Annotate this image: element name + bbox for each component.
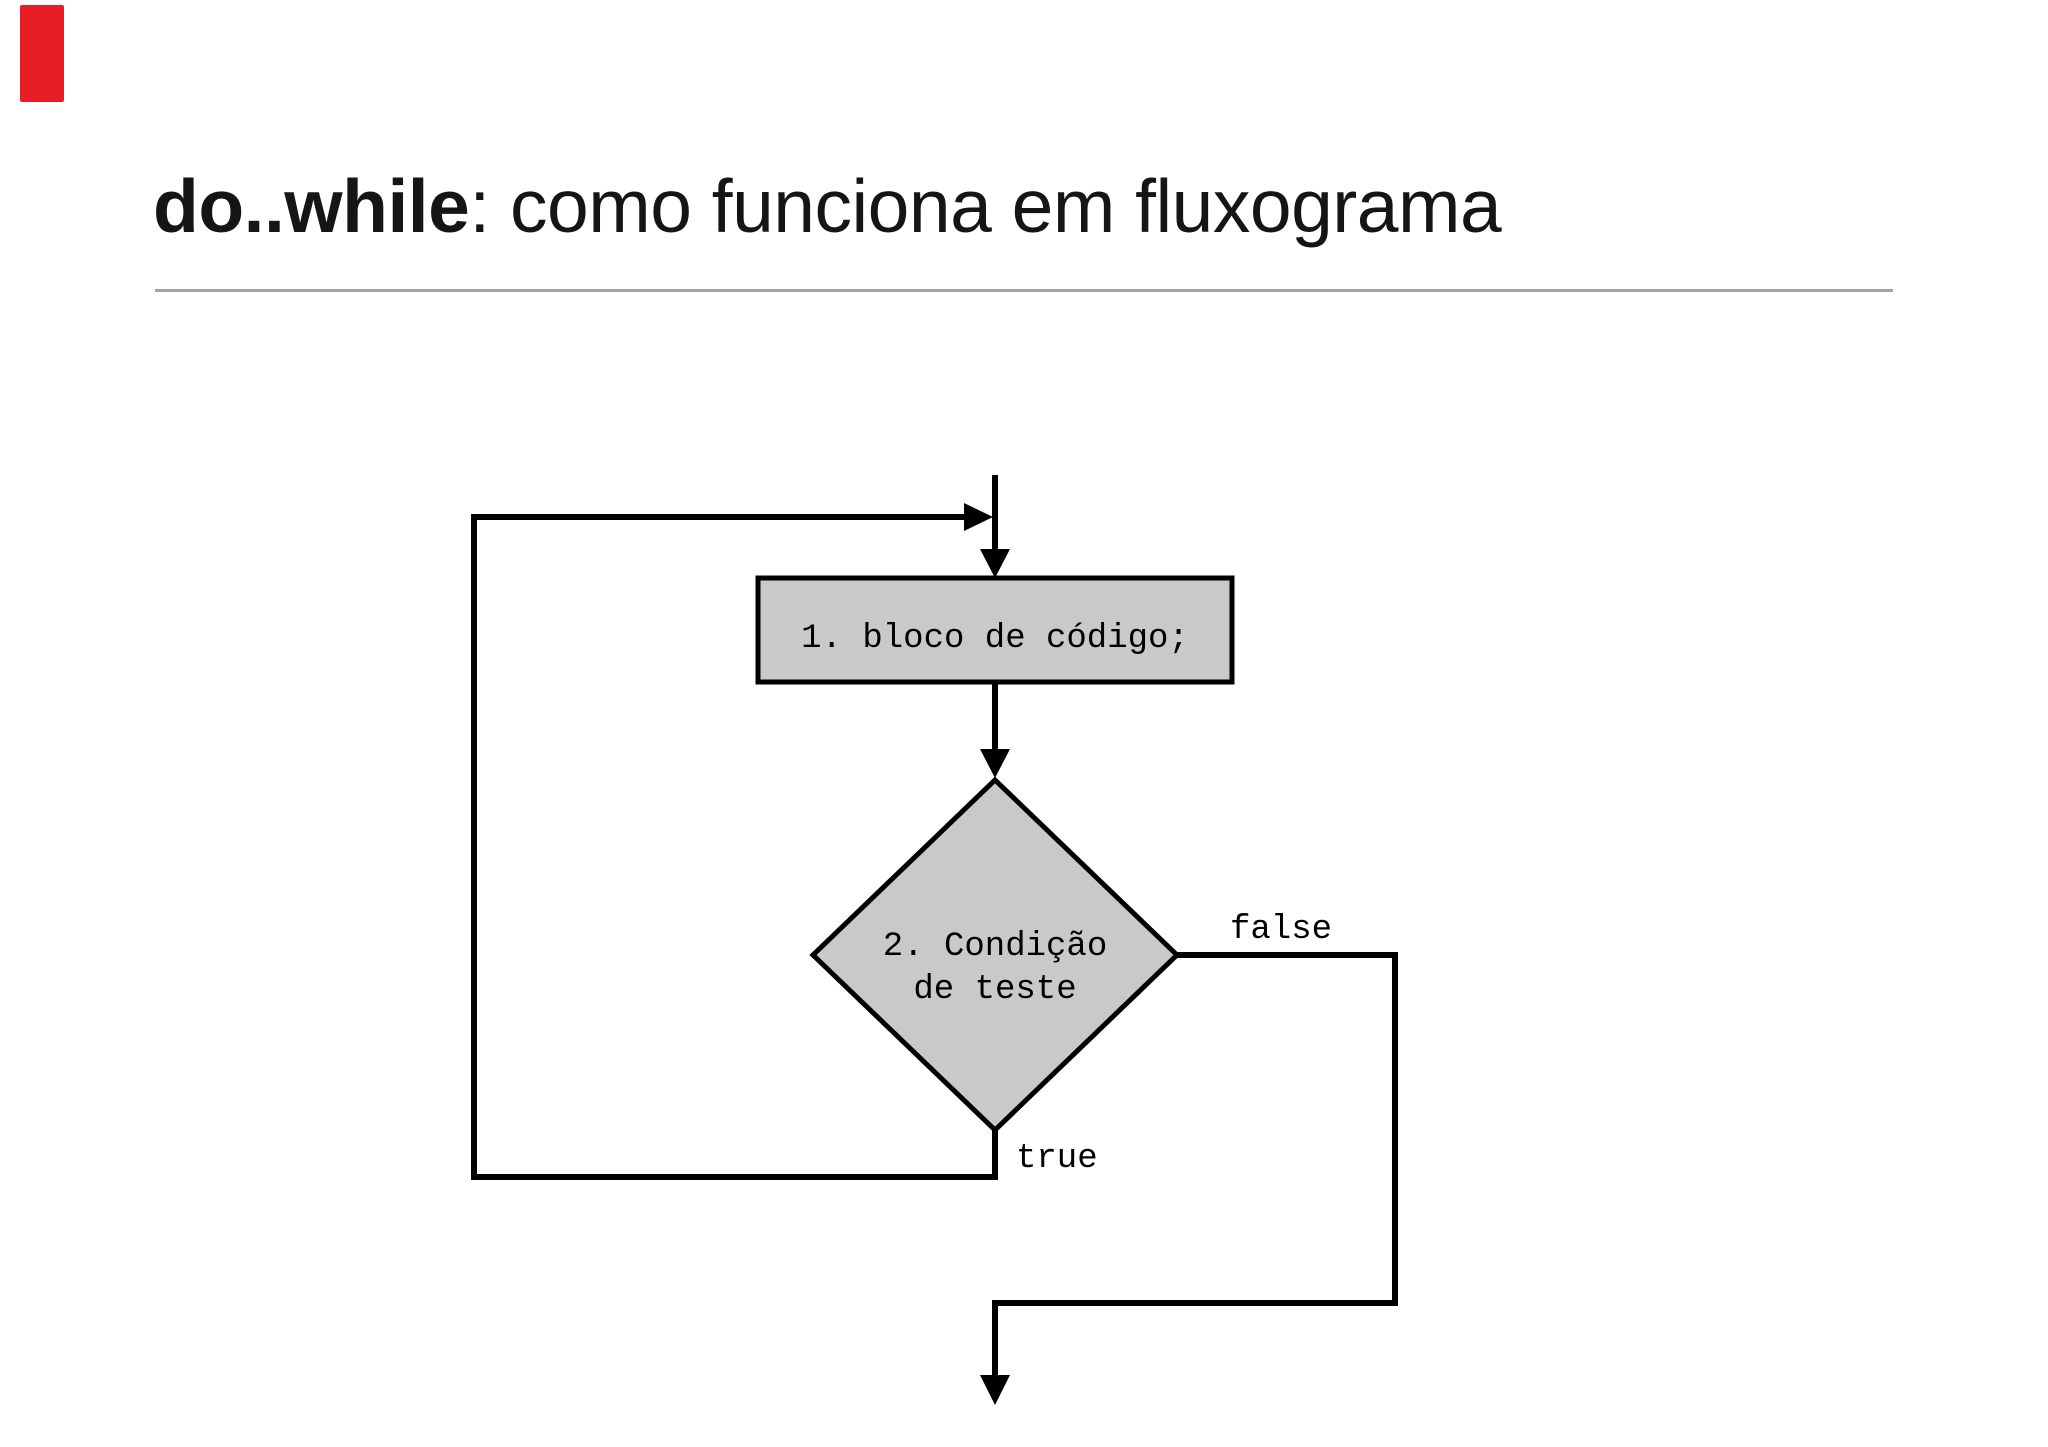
page-title: do..while: como funciona em fluxograma [153,169,1502,244]
title-rest: : como funciona em fluxograma [469,164,1502,248]
loop-back-arrowhead-icon [964,503,993,531]
false-branch-label: false [1230,911,1332,949]
entry-arrowhead-icon [980,549,1010,578]
decision-node [809,776,1181,1134]
true-branch-label: true [1016,1140,1098,1178]
title-keyword: do..while [153,164,470,248]
exit-arrowhead-icon [980,1375,1010,1405]
process-node-label: 1. bloco de código; [801,620,1189,658]
loop-back-edge [471,514,998,1180]
decision-node-label-line2: de teste [913,971,1076,1009]
decision-node-label-line1: 2. Condição [883,928,1107,966]
title-divider [155,289,1893,292]
red-accent-bar [20,5,64,102]
process-to-decision-arrowhead-icon [980,749,1010,778]
false-edge [992,952,1398,1376]
process-node [755,575,1235,685]
